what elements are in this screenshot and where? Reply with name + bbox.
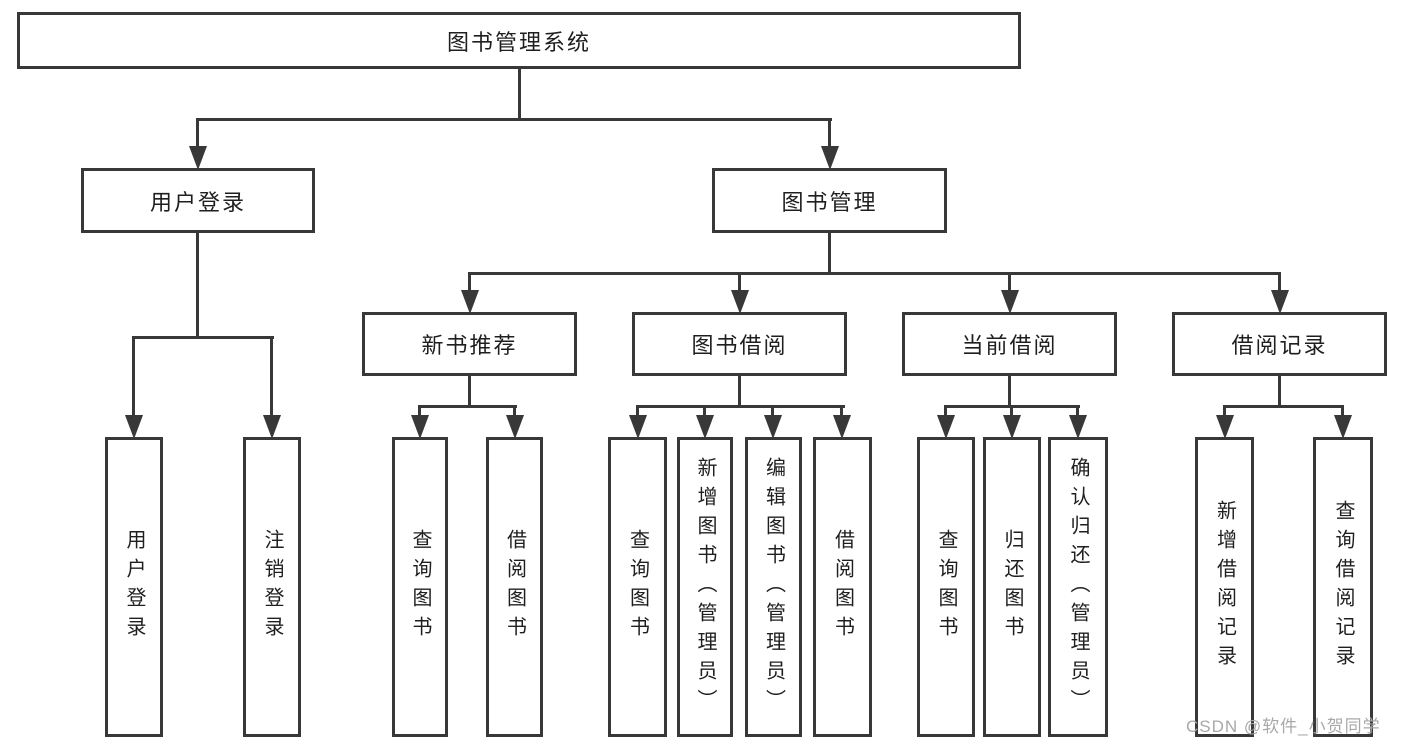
connector-userlogin-drop-left	[132, 338, 135, 420]
arrow-down-icon	[764, 415, 782, 439]
node-root: 图书管理系统	[17, 12, 1021, 69]
node-cb-return-books: 归还图书	[983, 437, 1041, 737]
connector-borrowrecords-stub-1	[1223, 407, 1226, 418]
connector-currentborrow-stub-3	[1076, 407, 1079, 418]
connector-bookmgmt-hbar	[468, 272, 1281, 275]
connector-bookborrow-stem	[738, 376, 741, 407]
connector-bookmgmt-drop-1	[468, 274, 471, 294]
connector-root-drop-left	[196, 120, 199, 148]
node-nb-query-books-label: 查询图书	[409, 529, 431, 645]
connector-bookmgmt-drop-4	[1278, 274, 1281, 294]
connector-bookborrow-stub-3	[771, 407, 774, 418]
arrow-down-icon	[125, 415, 143, 439]
node-new-book-recommend: 新书推荐	[362, 312, 577, 376]
node-br-add-record-label: 新增借阅记录	[1213, 500, 1236, 674]
node-br-query-record-label: 查询借阅记录	[1332, 500, 1354, 674]
node-cb-confirm-return: 确认归还（管理员）	[1048, 437, 1108, 737]
arrow-down-icon	[1271, 290, 1289, 314]
node-book-management: 图书管理	[712, 168, 947, 233]
node-logout: 注销登录	[243, 437, 301, 737]
node-book-borrow-label: 图书借阅	[691, 333, 788, 358]
arrow-down-icon	[696, 415, 714, 439]
connector-newbook-stem	[468, 376, 471, 407]
arrow-down-icon	[937, 415, 955, 439]
connector-newbook-hbar	[418, 405, 517, 408]
connector-userlogin-hbar	[132, 336, 274, 339]
connector-bookborrow-stub-1	[636, 407, 639, 418]
connector-userlogin-stem	[196, 233, 199, 336]
node-borrow-records-label: 借阅记录	[1231, 333, 1328, 358]
connector-root-stem	[518, 69, 521, 118]
connector-newbook-stub-2	[513, 407, 516, 418]
node-bb-borrow-books: 借阅图书	[813, 437, 872, 737]
node-nb-borrow-books: 借阅图书	[486, 437, 543, 737]
node-book-management-label: 图书管理	[781, 189, 878, 215]
node-borrow-records: 借阅记录	[1172, 312, 1387, 376]
node-br-query-record: 查询借阅记录	[1313, 437, 1373, 737]
node-root-label: 图书管理系统	[446, 29, 591, 55]
node-current-borrow-label: 当前借阅	[961, 333, 1058, 358]
node-user-login-group-label: 用户登录	[149, 189, 246, 215]
connector-bookmgmt-drop-2	[738, 274, 741, 294]
node-user-login-label: 用户登录	[123, 529, 145, 645]
arrow-down-icon	[833, 415, 851, 439]
connector-bookmgmt-drop-3	[1008, 274, 1011, 294]
connector-newbook-stub-1	[418, 407, 421, 418]
node-user-login: 用户登录	[105, 437, 163, 737]
arrow-down-icon	[263, 415, 281, 439]
arrow-down-icon	[1003, 415, 1021, 439]
arrow-down-icon	[411, 415, 429, 439]
arrow-down-icon	[461, 290, 479, 314]
connector-borrowrecords-hbar	[1223, 405, 1344, 408]
node-bb-edit-books: 编辑图书（管理员）	[745, 437, 802, 737]
node-cb-confirm-return-label: 确认归还（管理员）	[1067, 456, 1089, 718]
arrow-down-icon	[731, 290, 749, 314]
connector-bookborrow-stub-2	[703, 407, 706, 418]
arrow-down-icon	[189, 146, 207, 170]
arrow-down-icon	[821, 146, 839, 170]
node-br-add-record: 新增借阅记录	[1195, 437, 1254, 737]
arrow-down-icon	[1216, 415, 1234, 439]
node-bb-add-books: 新增图书（管理员）	[677, 437, 733, 737]
node-cb-query-books: 查询图书	[917, 437, 975, 737]
connector-currentborrow-stub-2	[1010, 407, 1013, 418]
connector-root-hbar	[196, 118, 832, 121]
node-current-borrow: 当前借阅	[902, 312, 1117, 376]
node-nb-borrow-books-label: 借阅图书	[503, 529, 526, 645]
arrow-down-icon	[629, 415, 647, 439]
node-nb-query-books: 查询图书	[392, 437, 448, 737]
node-book-borrow: 图书借阅	[632, 312, 847, 376]
connector-root-drop-right	[828, 120, 831, 148]
connector-currentborrow-stub-1	[944, 407, 947, 418]
node-cb-return-books-label: 归还图书	[1001, 529, 1023, 645]
connector-borrowrecords-stem	[1278, 376, 1281, 407]
arrow-down-icon	[1001, 290, 1019, 314]
connector-userlogin-drop-right	[270, 338, 273, 420]
arrow-down-icon	[1334, 415, 1352, 439]
node-user-login-group: 用户登录	[81, 168, 315, 233]
connector-currentborrow-stem	[1008, 376, 1011, 407]
connector-currentborrow-hbar	[944, 405, 1080, 408]
node-logout-label: 注销登录	[261, 529, 283, 645]
node-new-book-recommend-label: 新书推荐	[421, 333, 518, 358]
node-bb-add-books-label: 新增图书（管理员）	[694, 456, 716, 718]
connector-bookmgmt-stem	[828, 233, 831, 274]
node-bb-query-books: 查询图书	[608, 437, 667, 737]
connector-bookborrow-stub-4	[840, 407, 843, 418]
connector-borrowrecords-stub-2	[1341, 407, 1344, 418]
node-cb-query-books-label: 查询图书	[935, 529, 957, 645]
arrow-down-icon	[506, 415, 524, 439]
connector-bookborrow-hbar	[636, 405, 845, 408]
node-bb-edit-books-label: 编辑图书（管理员）	[762, 456, 785, 718]
csdn-watermark: CSDN @软件_小贺同学	[1186, 717, 1381, 736]
arrow-down-icon	[1069, 415, 1087, 439]
node-bb-query-books-label: 查询图书	[626, 529, 649, 645]
node-bb-borrow-books-label: 借阅图书	[831, 529, 854, 645]
